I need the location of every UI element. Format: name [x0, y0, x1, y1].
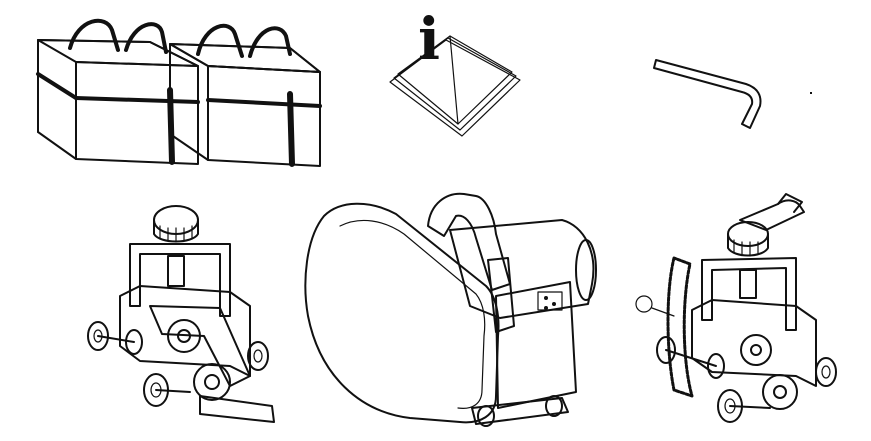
sprocket-icon [167, 319, 231, 401]
knob-icon [153, 205, 199, 243]
instruction-manual-illustration: i [386, 10, 526, 140]
carry-bag-right [169, 23, 322, 167]
base-foot-icon [477, 395, 563, 427]
indicator-lights-icon [537, 291, 563, 311]
roller-carriage-left [80, 196, 280, 432]
machine-main-unit [300, 186, 600, 436]
stray-dot [810, 92, 812, 94]
sprocket-icon [740, 334, 798, 410]
chain-icon [635, 256, 694, 398]
info-icon: i [418, 5, 441, 73]
allen-key-illustration [650, 50, 780, 140]
knob-icon [727, 221, 769, 257]
roller-carriage-right [630, 190, 840, 435]
carry-bags-illustration [30, 14, 330, 174]
crank-handle-icon [739, 193, 805, 231]
handle-icon [427, 192, 515, 333]
carry-bag-left [36, 18, 200, 165]
